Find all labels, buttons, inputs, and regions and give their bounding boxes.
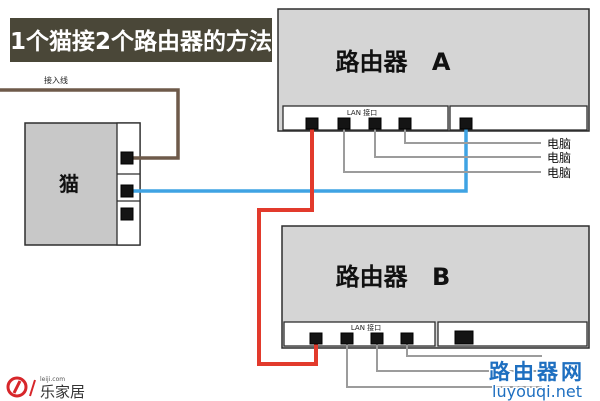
router-a-lan-port <box>368 117 382 130</box>
router-a-wan-panel <box>449 105 588 131</box>
access-line-cable <box>0 88 180 160</box>
computer-label: 电脑 <box>547 151 571 165</box>
router-b-computer-cable <box>376 344 542 372</box>
lejiaju-logo-icon <box>6 376 36 398</box>
computer-label: 电脑 <box>547 166 571 180</box>
router-a-label: 路由器 A <box>336 48 451 76</box>
watermark-url: luyouqi.net <box>492 382 582 401</box>
router-b: 路由器 B LAN 接口 <box>281 225 590 349</box>
logo-ring <box>6 376 28 398</box>
logo-brand: 乐家居 <box>40 383 85 401</box>
watermark-name: 路由器网 <box>489 360 585 384</box>
router-b-computer-cable <box>346 344 542 388</box>
modem-port-panel <box>116 122 141 246</box>
diagram-title: 1个猫接2个路由器的方法 <box>10 28 272 55</box>
router-b-lan-port <box>309 332 323 345</box>
computer-label: 电脑 <box>547 137 571 151</box>
modem-port-lan <box>120 184 134 198</box>
watermark: 路由器网 luyouqi.net <box>488 359 585 401</box>
router-a-wan-port <box>459 117 473 130</box>
logo-stroke <box>12 380 22 394</box>
modem: 猫 <box>24 122 141 246</box>
router-b-label: 路由器 B <box>336 263 451 291</box>
title-banner: 1个猫接2个路由器的方法 <box>10 18 272 62</box>
ports <box>120 117 474 345</box>
logo-slash <box>29 379 36 397</box>
router-b-lan-port <box>340 332 354 345</box>
router-a-lan-port <box>337 117 351 130</box>
router-b-lan-port <box>400 332 414 345</box>
modem-port <box>120 207 134 221</box>
title-background <box>10 18 272 62</box>
cables <box>0 88 542 388</box>
router-a-computer-cable <box>374 129 541 158</box>
modem-to-router-a-cable <box>133 129 468 193</box>
access-line-label: 接入线 <box>44 75 68 85</box>
router-b-lan-port <box>370 332 384 345</box>
modem-port-line-in <box>120 151 134 165</box>
router-a: 路由器 A LAN 接口 <box>277 8 590 132</box>
modem-label: 猫 <box>59 172 79 196</box>
router-a-computer-cable <box>404 129 541 144</box>
logo-domain: leiji.com <box>40 376 65 383</box>
router-b-computer-cable <box>406 344 542 357</box>
router-b-wan-port <box>454 330 474 345</box>
router-a-lan-label: LAN 接口 <box>347 108 377 117</box>
router-a-lan-port <box>305 117 319 130</box>
router-a-to-router-b-cable <box>257 129 318 366</box>
router-a-lan-port <box>398 117 412 130</box>
router-b-lan-label: LAN 接口 <box>351 323 381 332</box>
router-a-computer-cable <box>343 129 541 173</box>
brand-logo: leiji.com 乐家居 <box>6 376 85 401</box>
